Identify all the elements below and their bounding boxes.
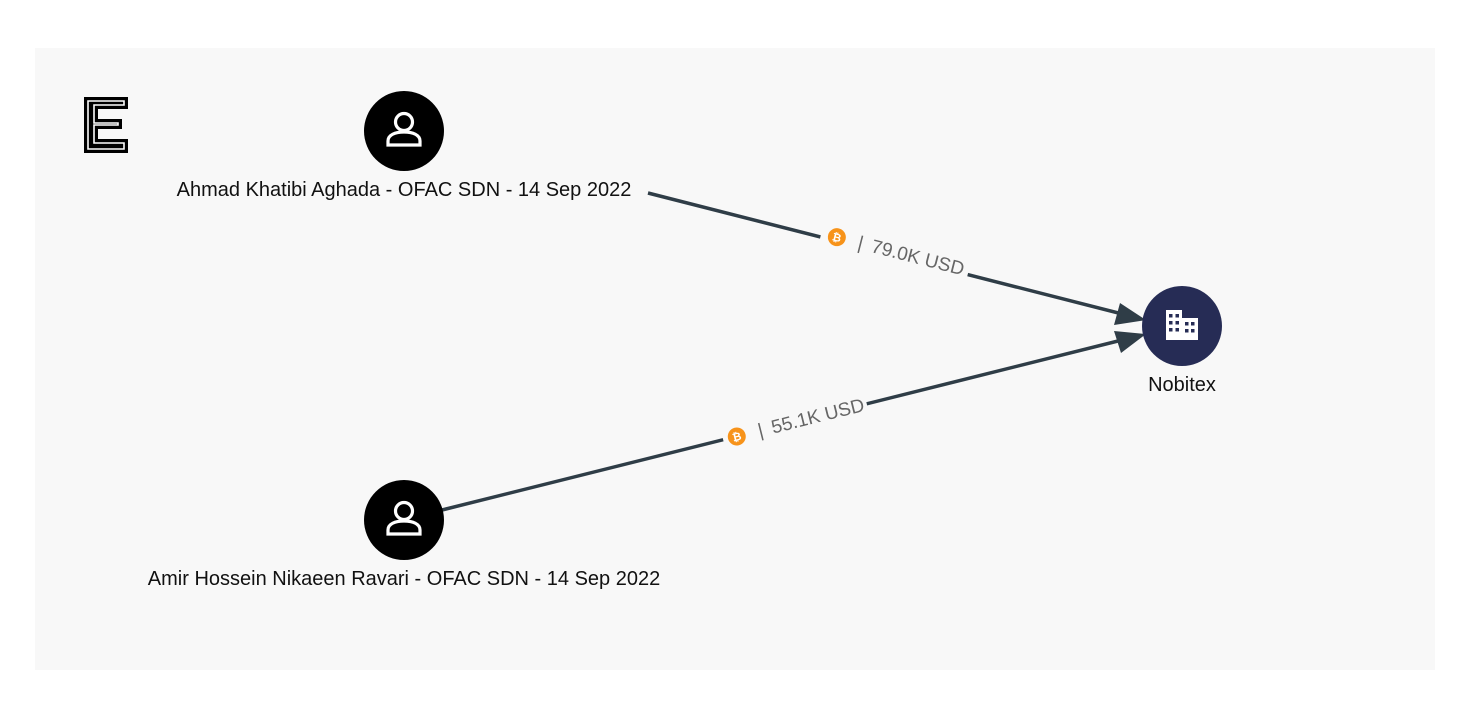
edge-arrowhead (1114, 331, 1146, 353)
node-label-amir: Amir Hossein Nikaeen Ravari - OFAC SDN -… (147, 568, 661, 590)
person-icon (386, 500, 422, 536)
bitcoin-icon: ₿ (827, 228, 846, 247)
edge-label-bg (817, 219, 973, 285)
bitcoin-icon: ₿ (727, 427, 746, 446)
edge-separator: | (855, 233, 865, 255)
edge-separator: | (756, 420, 766, 442)
node-nobitex[interactable] (1142, 286, 1222, 366)
edge-arrowhead (1114, 303, 1146, 325)
edge-amir-to-nobitex[interactable]: ₿ | 55.1K USD (441, 331, 1146, 512)
svg-text:₿: ₿ (831, 230, 843, 245)
edge-ahmad-to-nobitex[interactable]: ₿ | 79.0K USD (647, 191, 1146, 325)
edge-amount-label: 55.1K USD (769, 395, 866, 438)
building-icon (1166, 310, 1198, 340)
svg-text:₿: ₿ (731, 430, 743, 445)
e-logo-icon (84, 97, 128, 153)
node-label-nobitex: Nobitex (1148, 374, 1216, 396)
node-amir[interactable] (364, 480, 444, 560)
person-icon (386, 111, 422, 147)
edge-label-bg (719, 390, 871, 454)
node-label-ahmad: Ahmad Khatibi Aghada - OFAC SDN - 14 Sep… (176, 179, 632, 201)
node-ahmad[interactable] (364, 91, 444, 171)
edge-amount-label: 79.0K USD (869, 236, 966, 280)
